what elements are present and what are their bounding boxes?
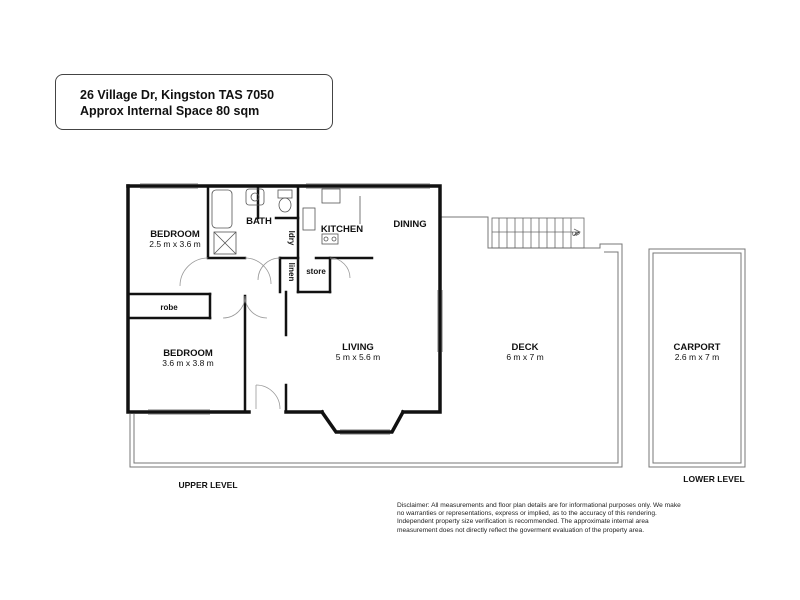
bedroom2-size: 3.6 m x 3.8 m bbox=[162, 358, 214, 368]
interior-walls bbox=[126, 184, 374, 414]
shower-icon bbox=[213, 231, 237, 255]
disclaimer-text: Disclaimer: All measurements and floor p… bbox=[397, 502, 681, 534]
exterior-walls bbox=[126, 184, 442, 434]
dining-label: DINING bbox=[393, 219, 426, 230]
linen-label: linen bbox=[287, 263, 296, 282]
address-text: 26 Village Dr, Kingston TAS 7050 bbox=[80, 88, 275, 102]
toilet-icon bbox=[277, 189, 293, 199]
laundry-label: ldry bbox=[287, 231, 296, 246]
robe-label: robe bbox=[160, 303, 178, 312]
bedroom1-size: 2.5 m x 3.6 m bbox=[149, 239, 201, 249]
lower-level-label: LOWER LEVEL bbox=[683, 474, 744, 484]
carport-name: CARPORT bbox=[674, 342, 721, 353]
bedroom1-name: BEDROOM bbox=[150, 229, 200, 240]
windows bbox=[140, 183, 443, 435]
bedroom2-name: BEDROOM bbox=[163, 348, 213, 359]
stairs bbox=[491, 217, 585, 249]
kitchen-label: KITCHEN bbox=[321, 224, 363, 235]
bathtub-icon bbox=[211, 189, 233, 229]
kitchen-fixtures bbox=[302, 188, 361, 245]
bath-fixtures bbox=[211, 188, 293, 255]
store-label: store bbox=[306, 267, 326, 276]
stairs-up-label: UP bbox=[572, 232, 580, 238]
fridge-icon bbox=[302, 207, 316, 231]
carport-size: 2.6 m x 7 m bbox=[675, 352, 719, 362]
deck-outline bbox=[129, 216, 623, 468]
sink-icon bbox=[245, 188, 265, 206]
stove-icon bbox=[321, 233, 339, 245]
deck-size: 6 m x 7 m bbox=[506, 352, 543, 362]
kitchen-sink-icon bbox=[321, 188, 341, 204]
deck-name: DECK bbox=[512, 342, 539, 353]
living-size: 5 m x 5.6 m bbox=[336, 352, 380, 362]
bath-label: BATH bbox=[246, 216, 272, 227]
living-name: LIVING bbox=[342, 342, 374, 353]
upper-level-label: UPPER LEVEL bbox=[178, 480, 237, 490]
address-title-box: 26 Village Dr, Kingston TAS 7050 Approx … bbox=[55, 74, 333, 130]
internal-space-text: Approx Internal Space 80 sqm bbox=[80, 104, 260, 118]
carport-outline bbox=[648, 248, 746, 468]
door-swings bbox=[179, 257, 351, 410]
